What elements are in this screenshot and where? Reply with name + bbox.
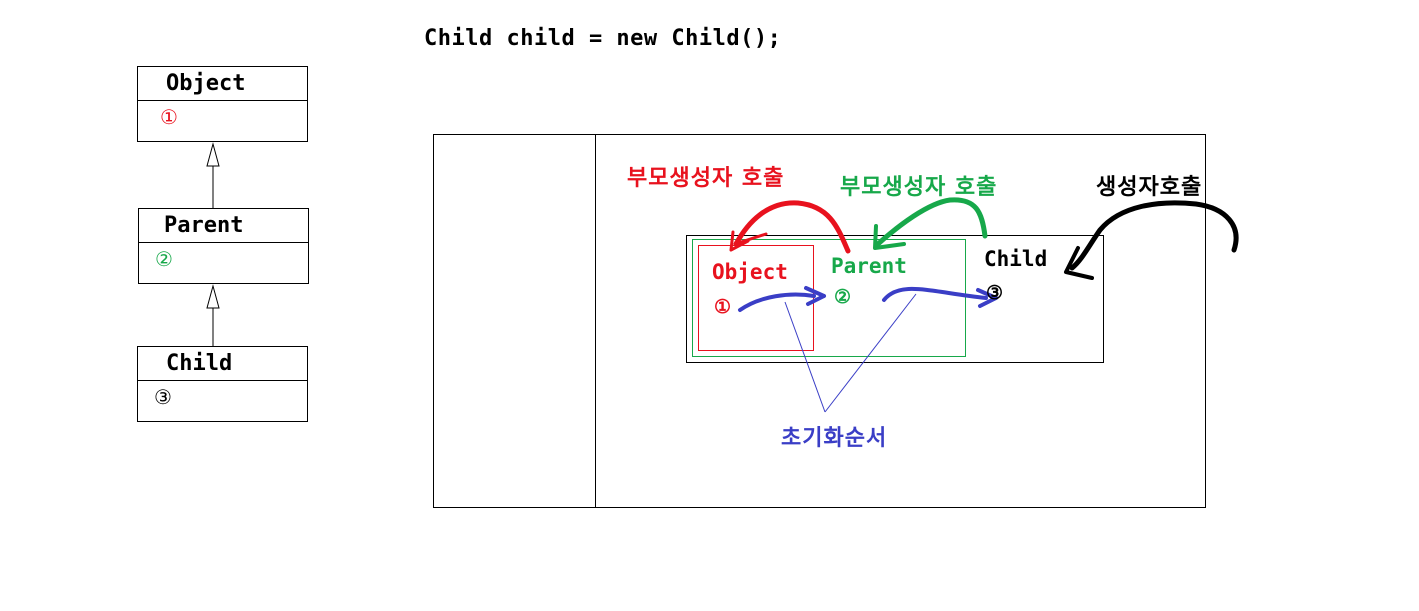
black-ctor-arrow (1069, 200, 1239, 271)
annotation-parent-ctor-call-red: 부모생성자 호출 (627, 166, 785, 191)
blue-init-arrow-1 (738, 292, 816, 312)
memory-child-marker: ③ (986, 282, 1004, 304)
inheritance-arrowhead-parent (206, 284, 220, 309)
inheritance-arrowhead-object (206, 142, 220, 167)
uml-class-child-name: Child (138, 347, 307, 381)
blue-init-arrow-2 (882, 286, 988, 302)
memory-object-marker: ① (714, 296, 732, 318)
annotation-init-order: 초기화순서 (781, 426, 888, 451)
uml-class-object-name: Object (138, 67, 307, 101)
init-pointer-line-1 (784, 301, 826, 413)
uml-class-parent-name: Parent (139, 209, 308, 243)
child-instance-box (686, 235, 1104, 363)
uml-class-child: Child ③ (137, 346, 308, 422)
object-instance-box (698, 245, 814, 351)
black-ctor-arrowhead (1064, 246, 1094, 280)
memory-area-outline (433, 134, 1206, 508)
memory-child-label: Child (984, 247, 1048, 271)
blue-init-arrowhead-1 (804, 286, 826, 306)
green-ctor-arrowhead (873, 224, 906, 250)
memory-parent-marker: ② (834, 286, 852, 308)
parent-instance-box (692, 239, 966, 357)
init-pointer-line-2 (824, 293, 917, 413)
green-ctor-arrow (875, 197, 988, 247)
uml-class-parent: Parent ② (138, 208, 309, 284)
memory-object-label: Object (712, 260, 788, 284)
annotation-ctor-call: 생성자호출 (1096, 175, 1203, 200)
red-ctor-arrowhead (729, 230, 768, 252)
annotation-parent-ctor-call-green: 부모생성자 호출 (840, 175, 998, 200)
uml-class-object: Object ① (137, 66, 308, 142)
uml-class-object-marker: ① (160, 105, 178, 129)
memory-parent-label: Parent (831, 254, 907, 278)
red-ctor-arrow (733, 200, 851, 254)
uml-class-child-marker: ③ (154, 385, 172, 409)
blue-init-arrowhead-2 (976, 288, 998, 308)
uml-class-parent-marker: ② (155, 247, 173, 271)
code-statement: Child child = new Child(); (424, 26, 782, 51)
